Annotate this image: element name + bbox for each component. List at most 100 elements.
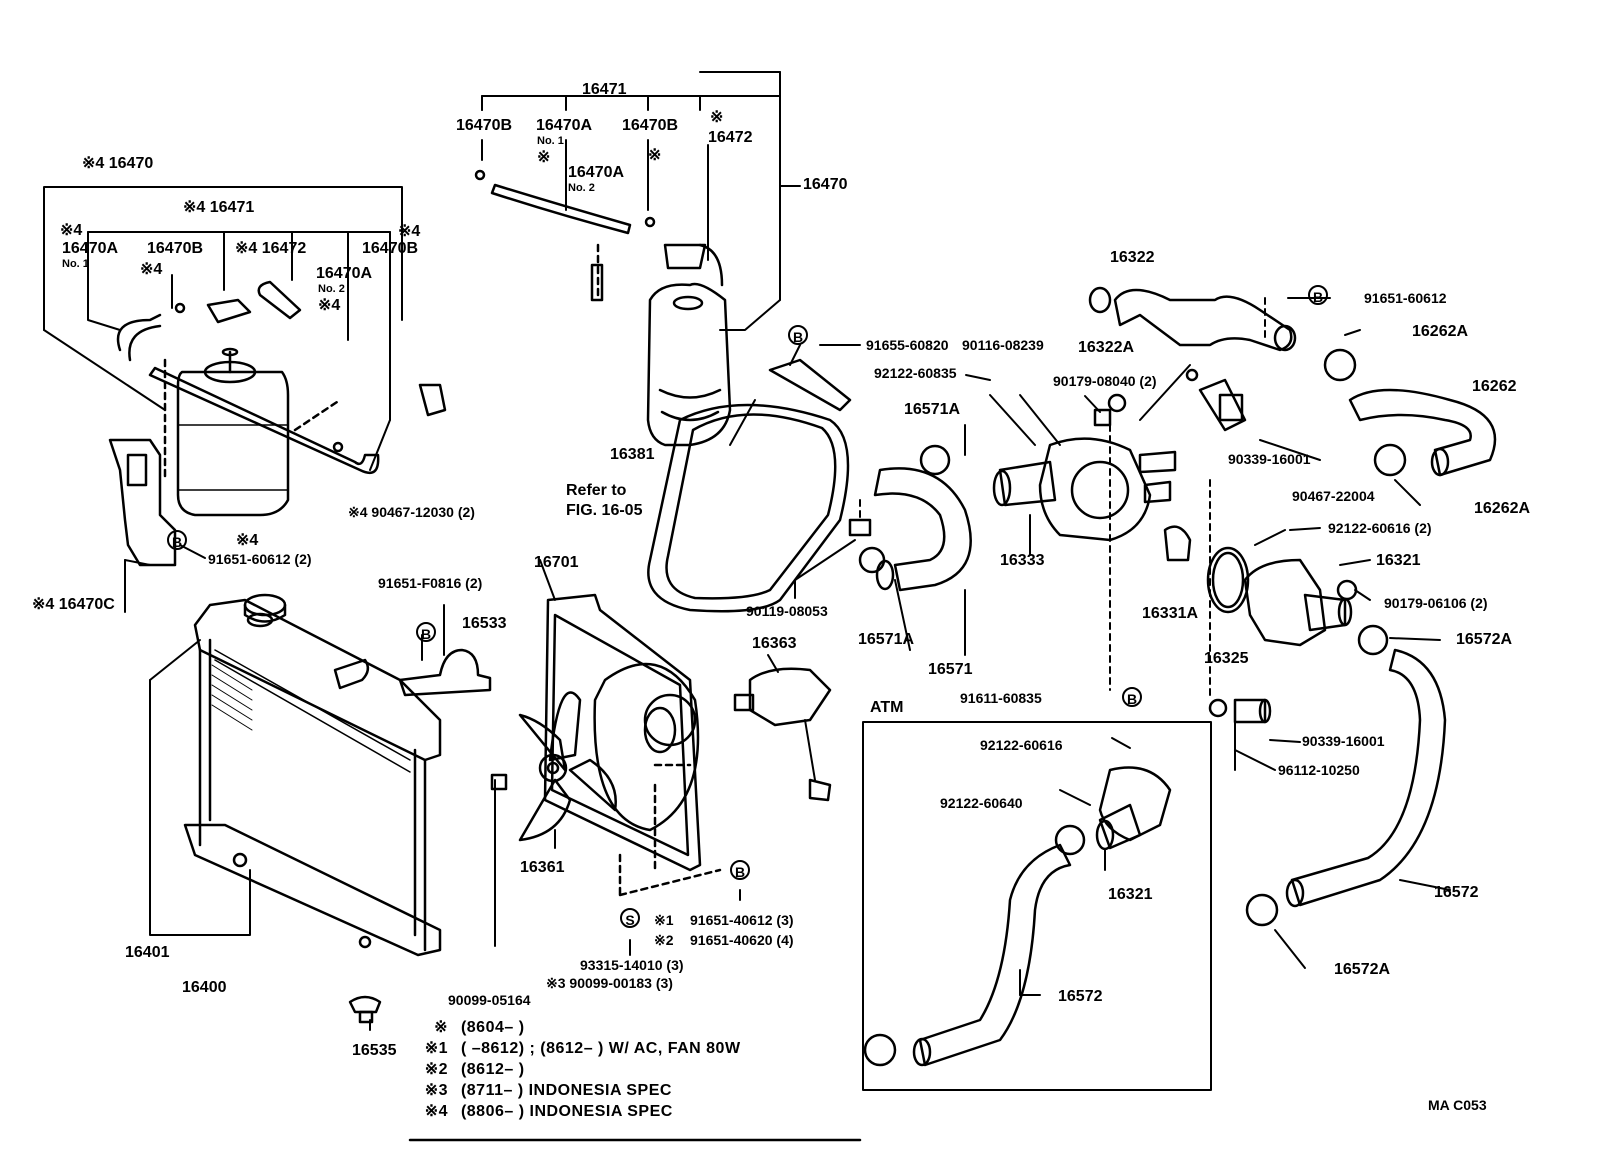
part-label: 16572A xyxy=(1456,631,1513,648)
part-label: 16535 xyxy=(352,1042,397,1059)
part-label: 93315-14010 (3) xyxy=(580,957,684,973)
part-label: 16363 xyxy=(752,635,797,652)
drain-plug xyxy=(348,995,382,1024)
water-outlet-pipe xyxy=(1088,286,1297,432)
variant-mark: ※4 xyxy=(398,223,421,240)
legend-text: ( –8612) ; (8612– ) W/ AC, FAN 80W xyxy=(460,1040,741,1057)
small-nuts xyxy=(490,393,1127,791)
variant-mark: ※4 xyxy=(236,532,259,549)
note-label: FIG. 16-05 xyxy=(566,502,643,519)
part-label: 16322 xyxy=(1110,249,1155,266)
left-bracket-lines xyxy=(43,186,403,471)
part-label: 91651-60612 (2) xyxy=(208,551,312,567)
radiator-core-fins xyxy=(211,664,253,731)
part-label: 90467-22004 xyxy=(1292,488,1375,504)
variant-mark: ※2 xyxy=(654,932,674,948)
part-label: 16470 xyxy=(803,176,848,193)
legend-mark: ※1 xyxy=(424,1040,448,1057)
legend-mark: ※ xyxy=(434,1019,448,1036)
part-label: 16381 xyxy=(610,446,655,463)
bolt-type-b-marker: B xyxy=(1122,687,1142,707)
radiator-leader-lines xyxy=(149,639,251,936)
screw-type-s-marker: S xyxy=(620,908,640,928)
part-label: 16572 xyxy=(1434,884,1479,901)
part-label: 16470B xyxy=(362,240,419,257)
part-label: 16321 xyxy=(1376,552,1421,569)
part-label: 90116-08239 xyxy=(962,337,1044,353)
legend-text: (8806– ) INDONESIA SPEC xyxy=(460,1103,673,1120)
part-label: 16400 xyxy=(182,979,227,996)
part-label: 16321 xyxy=(1108,886,1153,903)
part-label: 91655-60820 xyxy=(866,337,949,353)
hose-16571 xyxy=(858,444,972,592)
fan-motor xyxy=(733,654,832,802)
left-reservoir-tank xyxy=(163,347,342,517)
part-label: 16470B xyxy=(147,240,204,257)
left-overflow-hose xyxy=(116,280,447,475)
legend: ※ (8604– ) ※1 ( –8612) ; (8612– ) W/ AC,… xyxy=(408,1020,741,1125)
bolt-90119 xyxy=(848,499,872,537)
thermostat xyxy=(1163,525,1389,656)
legend-row: ※2 (8612– ) xyxy=(408,1062,741,1083)
part-label: 16331A xyxy=(1142,605,1199,622)
legend-row: ※4 (8806– ) INDONESIA SPEC xyxy=(408,1104,741,1125)
figure-code: MA C053 xyxy=(1428,1097,1487,1113)
legend-text: (8711– ) INDONESIA SPEC xyxy=(460,1082,672,1099)
variant-mark: ※4 xyxy=(318,297,341,314)
bypass-pipe xyxy=(1208,393,1272,724)
legend-mark: ※4 xyxy=(424,1103,448,1120)
part-label: 16262A xyxy=(1412,323,1469,340)
legend-row: ※ (8604– ) xyxy=(408,1020,741,1041)
note-label: Refer to xyxy=(566,482,627,499)
fan-shroud xyxy=(543,593,722,897)
part-label: ※4 16471 xyxy=(183,199,255,216)
part-label: 90119-08053 xyxy=(746,603,828,619)
part-label: 16333 xyxy=(1000,552,1045,569)
part-label: ※4 16470C xyxy=(32,596,115,613)
part-label: 16325 xyxy=(1204,650,1249,667)
part-label: 16361 xyxy=(520,859,565,876)
part-label: 92122-60616 xyxy=(980,737,1063,753)
reservoir-bracket-lines xyxy=(481,71,801,331)
part-label: 16262 xyxy=(1472,378,1517,395)
legend-row: ※3 (8711– ) INDONESIA SPEC xyxy=(408,1083,741,1104)
part-label: 16533 xyxy=(462,615,507,632)
part-note: No. 2 xyxy=(568,182,595,194)
radiator xyxy=(183,593,442,957)
left-bracket-16470C xyxy=(108,438,177,567)
part-label: 16322A xyxy=(1078,339,1135,356)
part-label: 91651-60612 xyxy=(1364,290,1447,306)
hose-16572-right xyxy=(1245,648,1447,927)
part-label: 16572 xyxy=(1058,988,1103,1005)
part-label: 92122-60640 xyxy=(940,795,1023,811)
overflow-hose-top xyxy=(474,169,656,302)
reservoir-tank xyxy=(646,243,732,447)
atm-box-title: ATM xyxy=(870,699,904,716)
bolt-type-b-marker: B xyxy=(416,622,436,642)
fan-blade xyxy=(518,691,617,842)
legend-mark: ※2 xyxy=(424,1061,448,1078)
part-label: 90179-08040 (2) xyxy=(1053,373,1157,389)
part-label: 90099-05164 xyxy=(448,992,531,1008)
part-label: 91651-F0816 (2) xyxy=(378,575,483,591)
hose-16262 xyxy=(1323,348,1497,477)
part-label: 16262A xyxy=(1474,500,1531,517)
bolt-type-b-marker: B xyxy=(1308,285,1328,305)
variant-mark: ※ xyxy=(648,147,662,164)
part-label: 90339-16001 xyxy=(1302,733,1385,749)
part-label: ※4 16472 xyxy=(235,240,307,257)
variant-mark: ※1 xyxy=(654,912,674,928)
part-note: No. 1 xyxy=(62,258,89,270)
legend-text: (8612– ) xyxy=(460,1061,525,1078)
part-label: 16471 xyxy=(582,81,627,98)
part-label: 91611-60835 xyxy=(960,690,1042,706)
part-label: 92122-60835 xyxy=(874,365,957,381)
part-label: 16472 xyxy=(708,129,753,146)
bolt-type-b-marker: B xyxy=(788,325,808,345)
part-label: 16572A xyxy=(1334,961,1391,978)
part-label: 16571A xyxy=(904,401,961,418)
part-label: 16571 xyxy=(928,661,973,678)
part-label: 16571A xyxy=(858,631,915,648)
